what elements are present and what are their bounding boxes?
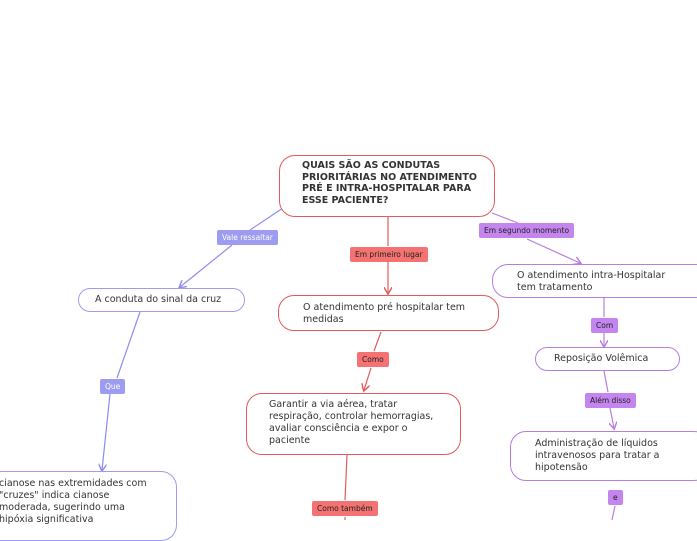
- label-que[interactable]: Que: [100, 379, 126, 394]
- label-como-tambem[interactable]: Como também: [312, 501, 378, 516]
- connector-lines: [0, 207, 697, 520]
- label-vale-ressaltar[interactable]: Vale ressaltar: [217, 230, 278, 245]
- link-left-label2: [102, 393, 111, 470]
- label-em-primeiro-lugar[interactable]: Em primeiro lugar: [350, 247, 428, 262]
- link-right-label1: [526, 238, 580, 263]
- label-em-segundo-momento[interactable]: Em segundo momento: [479, 223, 575, 238]
- label-como[interactable]: Como: [357, 352, 389, 367]
- link-right-label4: [611, 505, 616, 520]
- link-center-label2: [364, 367, 372, 390]
- node-cianose[interactable]: cianose nas extremidades com "cruzes" in…: [0, 471, 177, 541]
- node-atendimento-pre[interactable]: O atendimento pré hospitalar tem medidas: [278, 295, 499, 331]
- link-left-label1: [180, 244, 233, 287]
- label-alem-disso[interactable]: Além disso: [585, 393, 636, 408]
- label-com[interactable]: Com: [591, 318, 619, 333]
- link-right-label3: [610, 407, 614, 428]
- node-via-aerea[interactable]: Garantir a via aérea, tratar respiração,…: [246, 393, 461, 455]
- node-sinal-da-cruz[interactable]: A conduta do sinal da cruz: [78, 288, 245, 312]
- link-root-right: [491, 212, 519, 224]
- label-e[interactable]: e: [608, 490, 623, 505]
- link-center-node2: [344, 454, 348, 501]
- root-node[interactable]: QUAIS SÃO AS CONDUTAS PRIORITÁRIAS NO AT…: [279, 155, 495, 217]
- link-center-node1: [373, 331, 382, 352]
- node-atendimento-intra[interactable]: O atendimento intra-Hospitalar tem trata…: [492, 264, 697, 298]
- link-left-node1: [116, 311, 141, 379]
- node-administracao-liquidos[interactable]: Administração de líquidos intravenosos p…: [510, 431, 697, 481]
- node-reposicao-volemica[interactable]: Reposição Volêmica: [535, 347, 680, 371]
- link-right-node2: [603, 370, 609, 393]
- link-root-left: [249, 207, 284, 231]
